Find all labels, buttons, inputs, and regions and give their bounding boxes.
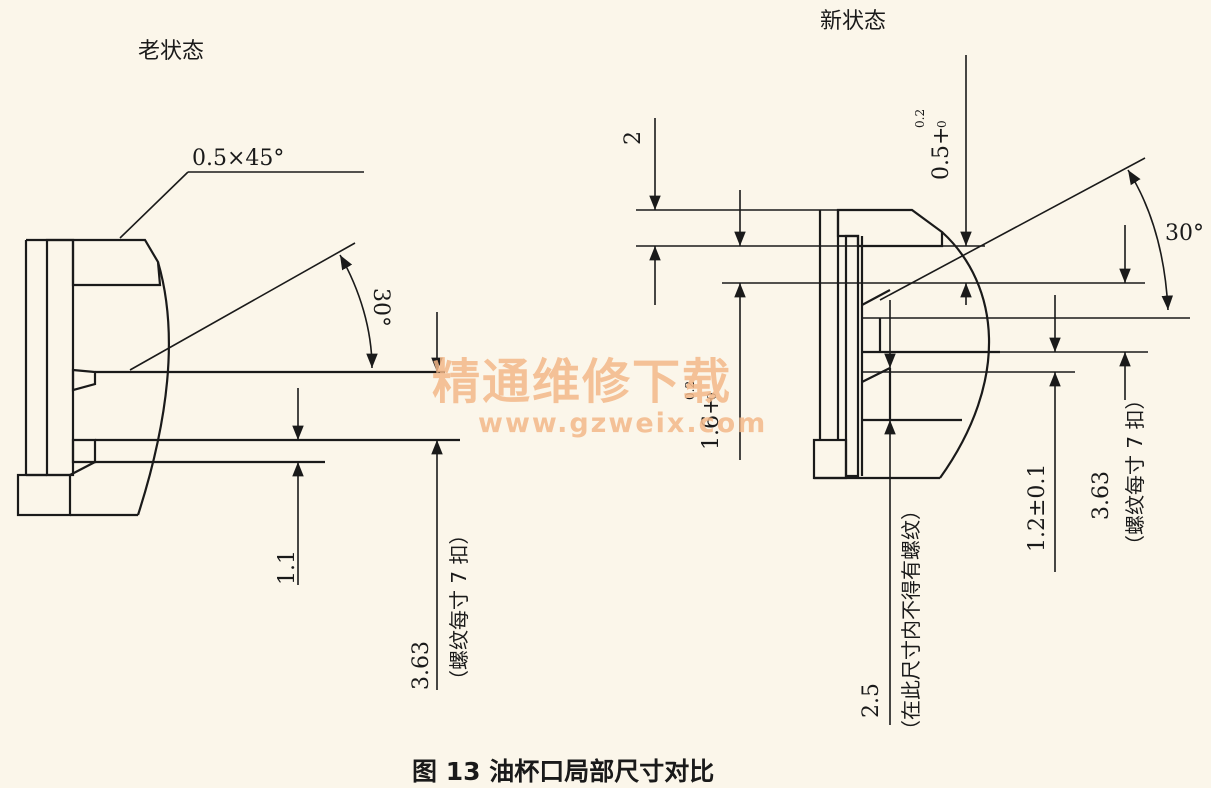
old-chamfer-label: 0.5×45°	[192, 146, 284, 171]
new-dim-05-label: 0.5+	[929, 127, 954, 180]
new-cup-section	[812, 208, 1000, 480]
old-angle-line	[129, 242, 356, 371]
new-no-thread-note: （在此尺寸内不得有螺纹）	[899, 500, 923, 740]
new-dim-2-label: 2	[621, 131, 646, 145]
old-dim-363-label: 3.63	[409, 641, 434, 690]
new-thread-note: （螺纹每寸 7 扣）	[1123, 390, 1147, 555]
figure-caption: 图 13 油杯口局部尺寸对比	[412, 757, 714, 786]
old-angle-label: 30°	[368, 288, 393, 327]
watermark-cn: 精通维修下载	[432, 354, 732, 410]
new-dim-05-lower: 0	[935, 120, 949, 128]
old-chamfer-leader	[119, 171, 189, 239]
new-angle-line	[879, 157, 1146, 301]
old-dim-1-1-label: 1.1	[275, 550, 300, 585]
old-state-title: 老状态	[138, 39, 204, 64]
new-dim-05-upper: 0.2	[913, 109, 927, 128]
new-dim-16-label: 1.6+	[699, 397, 724, 450]
new-dim-16-lower: 0	[705, 392, 719, 400]
new-dim-12-label: 1.2±0.1	[1025, 464, 1050, 552]
new-state-title: 新状态	[820, 9, 886, 34]
new-dim-363-label: 3.63	[1089, 471, 1114, 520]
old-state-drawing: 老状态 0.5×45° 30°	[16, 39, 471, 690]
watermark-url: www.gzweix.com	[478, 408, 767, 439]
new-state-drawing: 新状态	[621, 9, 1204, 740]
new-dim-25-label: 2.5	[859, 683, 884, 718]
old-thread-note: （螺纹每寸 7 扣）	[447, 525, 471, 690]
old-cup-section	[16, 238, 460, 517]
new-dim-16-upper: 0.2	[683, 381, 697, 400]
new-angle-label: 30°	[1165, 221, 1204, 246]
